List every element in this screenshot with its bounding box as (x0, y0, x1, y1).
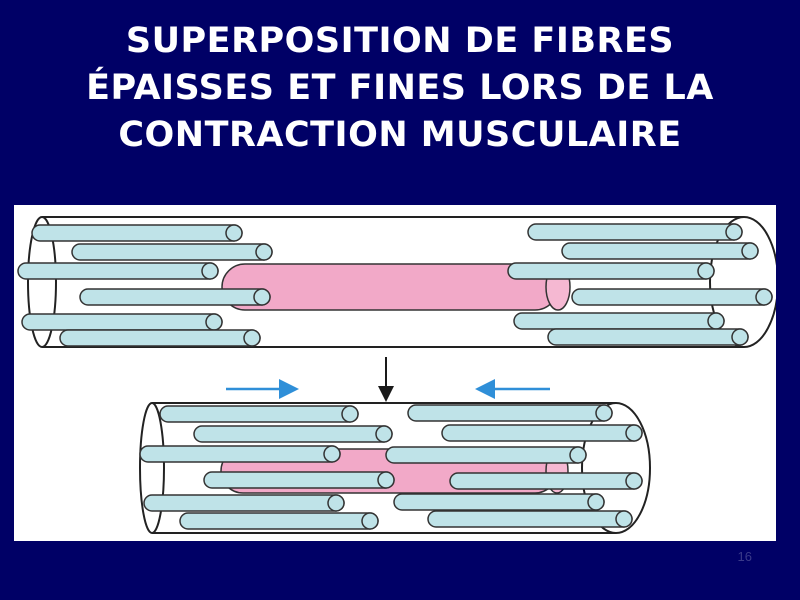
contracted-sarcomere (140, 403, 650, 533)
page-number: 16 (738, 549, 752, 564)
title-line-2: ÉPAISSES ET FINES LORS DE LA (0, 65, 800, 112)
title-line-3: CONTRACTION MUSCULAIRE (0, 112, 800, 159)
relaxed-sarcomere (18, 217, 776, 347)
sarcomere-figure (14, 205, 776, 541)
title-line-1: SUPERPOSITION DE FIBRES (0, 18, 800, 65)
sarcomere-diagram (14, 205, 776, 541)
slide-title: SUPERPOSITION DE FIBRES ÉPAISSES ET FINE… (0, 18, 800, 159)
